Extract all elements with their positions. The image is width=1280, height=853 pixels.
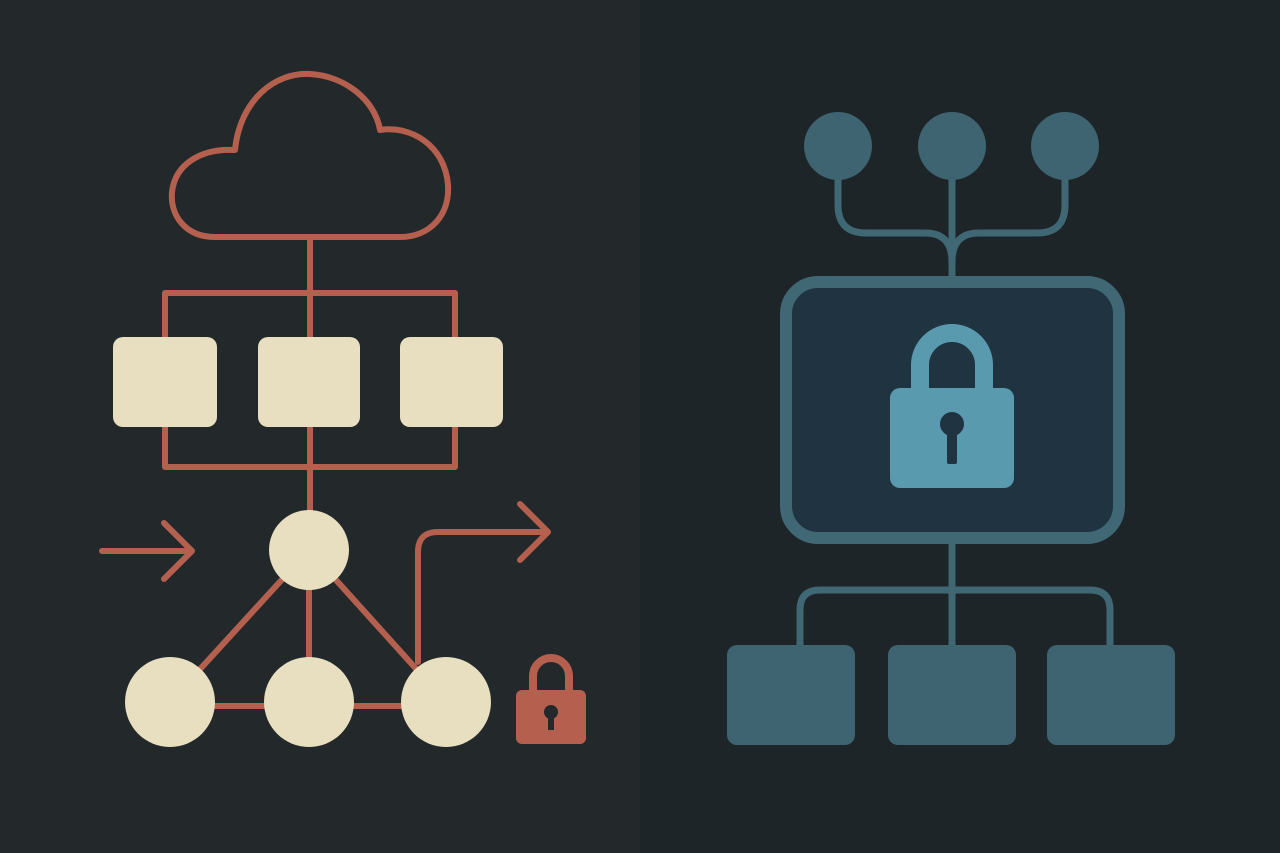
server-box-icon bbox=[113, 337, 217, 427]
arrow-in-icon bbox=[99, 520, 195, 582]
lock-icon bbox=[890, 324, 1014, 488]
input-node-icon bbox=[1031, 112, 1099, 180]
left-diagram bbox=[99, 70, 573, 709]
output-box-icon bbox=[888, 645, 1016, 745]
network-node-icon bbox=[401, 657, 491, 747]
arrow-right-icon bbox=[415, 501, 551, 665]
top-bracket bbox=[162, 290, 458, 343]
node-edges bbox=[167, 547, 449, 709]
lock-shackle bbox=[529, 654, 573, 696]
input-node-icon bbox=[918, 112, 986, 180]
network-node-icon bbox=[264, 657, 354, 747]
cloud-icon bbox=[168, 70, 452, 240]
lock-icon bbox=[516, 690, 586, 744]
network-node-icon bbox=[269, 510, 349, 590]
right-connectors bbox=[796, 176, 1114, 649]
input-nodes bbox=[804, 112, 1099, 180]
network-node-icon bbox=[125, 657, 215, 747]
server-box-icon bbox=[258, 337, 360, 427]
output-boxes bbox=[727, 645, 1175, 745]
left-nodes bbox=[113, 337, 503, 747]
server-box-icon bbox=[400, 337, 503, 427]
input-node-icon bbox=[804, 112, 872, 180]
bottom-bracket bbox=[162, 422, 458, 470]
output-box-icon bbox=[727, 645, 855, 745]
output-box-icon bbox=[1047, 645, 1175, 745]
